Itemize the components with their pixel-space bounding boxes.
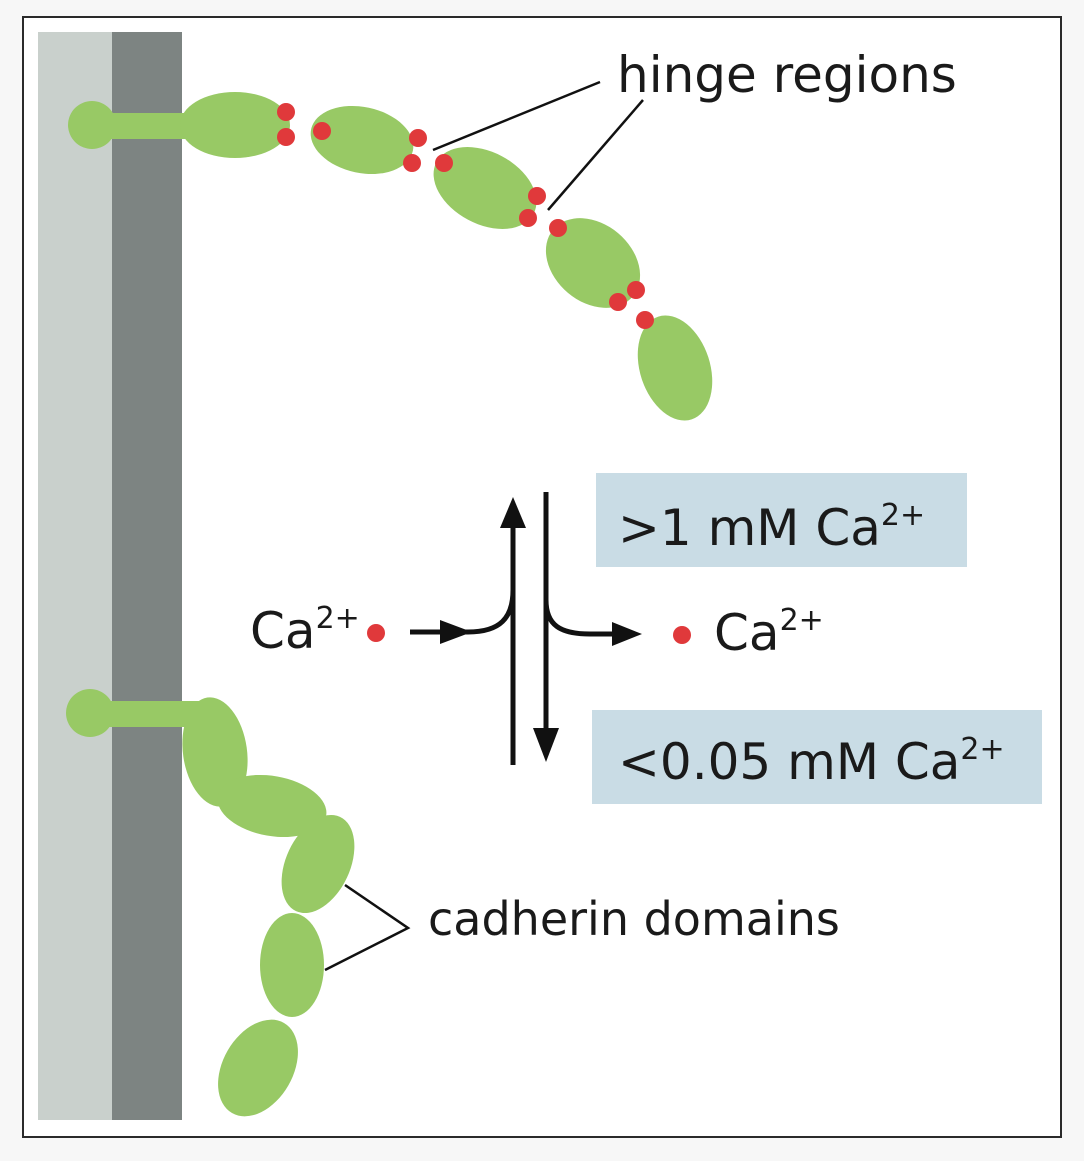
calcium-ion: [403, 154, 421, 172]
calcium-ion: [409, 129, 427, 147]
cadherin-domain: [217, 774, 327, 838]
cadherin-domain: [637, 315, 713, 421]
calcium-in-label: Ca2+: [250, 601, 360, 660]
rigid-cadherin: [68, 92, 713, 421]
calcium-ion: [636, 311, 654, 329]
cadherin-domains-pointer: [324, 883, 411, 972]
high-calcium-box: [596, 473, 967, 567]
cadherin-domain: [182, 697, 248, 807]
cadherin-domain: [545, 218, 641, 308]
cadherin-domains-label: cadherin domains: [428, 892, 840, 946]
arrowhead-down: [533, 728, 559, 762]
floppy-cadherin: [66, 689, 355, 1117]
cadherin-domain: [310, 105, 414, 175]
membrane-inner-leaflet: [112, 32, 182, 1120]
arrowhead-out: [612, 622, 642, 646]
calcium-ion: [627, 281, 645, 299]
arrowheads: [440, 497, 642, 762]
calcium-ion: [528, 187, 546, 205]
hinge-regions-label: hinge regions: [617, 46, 957, 104]
hinge-regions-pointer: [432, 80, 644, 211]
membrane-outer-leaflet: [38, 32, 112, 1120]
low-calcium-label: <0.05 mM Ca2+: [618, 732, 1005, 791]
cadherin-domain: [433, 147, 537, 229]
cadherin-domain: [260, 913, 324, 1017]
arrowhead-in: [440, 620, 472, 644]
low-calcium-box: [592, 710, 1042, 804]
arrowhead-up: [500, 497, 526, 528]
free-calcium-ion-out: [673, 626, 691, 644]
cadherin-domain: [218, 1019, 298, 1117]
calcium-ion: [435, 154, 453, 172]
bound-calcium-ions: [277, 103, 654, 329]
high-calcium-label: >1 mM Ca2+: [618, 498, 925, 557]
calcium-out-label: Ca2+: [714, 603, 824, 662]
calcium-ion: [519, 209, 537, 227]
free-calcium-ion-in: [367, 624, 385, 642]
cadherin-domain: [180, 92, 290, 158]
cadherin-domain: [281, 814, 355, 914]
calcium-ion: [277, 128, 295, 146]
calcium-ion: [277, 103, 295, 121]
cell-membrane: [38, 32, 182, 1120]
calcium-ion: [609, 293, 627, 311]
calcium-ion: [313, 122, 331, 140]
calcium-ion: [549, 219, 567, 237]
